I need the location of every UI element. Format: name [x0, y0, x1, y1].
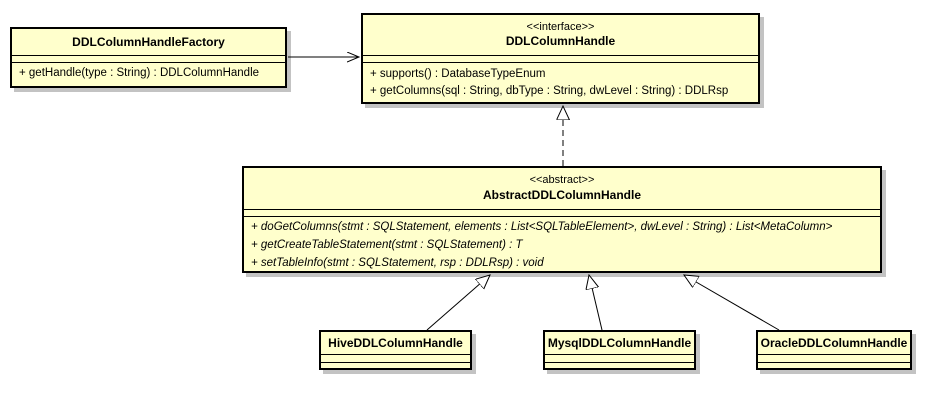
method-signature: + doGetColumns(stmt : SQLStatement, elem…: [251, 221, 833, 233]
class-title: OracleDDLColumnHandle: [758, 332, 910, 354]
method-signature: + getCreateTableStatement(stmt : SQLStat…: [251, 239, 523, 251]
class-title: HiveDDLColumnHandle: [321, 332, 470, 354]
class-abstractddlcolumnhandle[interactable]: <<abstract>> AbstractDDLColumnHandle + d…: [242, 166, 882, 273]
class-title: <<abstract>> AbstractDDLColumnHandle: [244, 168, 880, 209]
attributes-compartment: [758, 354, 910, 362]
generalization-arrow-oracle-to-abstract: [684, 275, 780, 331]
generalization-arrow-mysql-to-abstract: [589, 275, 603, 331]
methods-compartment: + getHandle(type : String) : DDLColumnHa…: [12, 62, 285, 86]
class-name: OracleDDLColumnHandle: [760, 335, 908, 350]
stereotype-label: <<abstract>>: [529, 174, 595, 187]
methods-compartment: [321, 362, 470, 368]
class-title: DDLColumnHandleFactory: [12, 29, 285, 55]
class-name: HiveDDLColumnHandle: [328, 335, 463, 350]
methods-compartment: [758, 362, 910, 368]
attributes-compartment: [363, 55, 758, 62]
method-signature: + supports() : DatabaseTypeEnum: [370, 68, 546, 80]
methods-compartment: + doGetColumns(stmt : SQLStatement, elem…: [244, 216, 880, 271]
stereotype-label: <<interface>>: [526, 20, 595, 33]
methods-compartment: [545, 362, 694, 368]
attributes-compartment: [545, 354, 694, 362]
class-name: DDLColumnHandle: [505, 34, 616, 49]
class-mysqlddlcolumnhandle[interactable]: MysqlDDLColumnHandle: [543, 330, 696, 370]
class-name: MysqlDDLColumnHandle: [547, 335, 692, 350]
method-signature: + getColumns(sql : String, dbType : Stri…: [370, 85, 729, 97]
method-signature: + getHandle(type : String) : DDLColumnHa…: [19, 67, 260, 79]
class-name: DDLColumnHandleFactory: [72, 34, 225, 49]
class-ddlcolumnhandlefactory[interactable]: DDLColumnHandleFactory + getHandle(type …: [10, 27, 287, 88]
attributes-compartment: [321, 354, 470, 362]
generalization-arrow-hive-to-abstract: [426, 275, 490, 331]
class-title: <<interface>> DDLColumnHandle: [363, 15, 758, 55]
class-name: AbstractDDLColumnHandle: [482, 187, 641, 202]
attributes-compartment: [12, 55, 285, 62]
method-signature: + setTableInfo(stmt : SQLStatement, rsp …: [251, 257, 544, 269]
class-title: MysqlDDLColumnHandle: [545, 332, 694, 354]
attributes-compartment: [244, 209, 880, 216]
class-oracleddlcolumnhandle[interactable]: OracleDDLColumnHandle: [756, 330, 912, 370]
class-hiveddlcolumnhandle[interactable]: HiveDDLColumnHandle: [319, 330, 472, 370]
methods-compartment: + supports() : DatabaseTypeEnum + getCol…: [363, 62, 758, 102]
interface-ddlcolumnhandle[interactable]: <<interface>> DDLColumnHandle + supports…: [361, 13, 760, 104]
